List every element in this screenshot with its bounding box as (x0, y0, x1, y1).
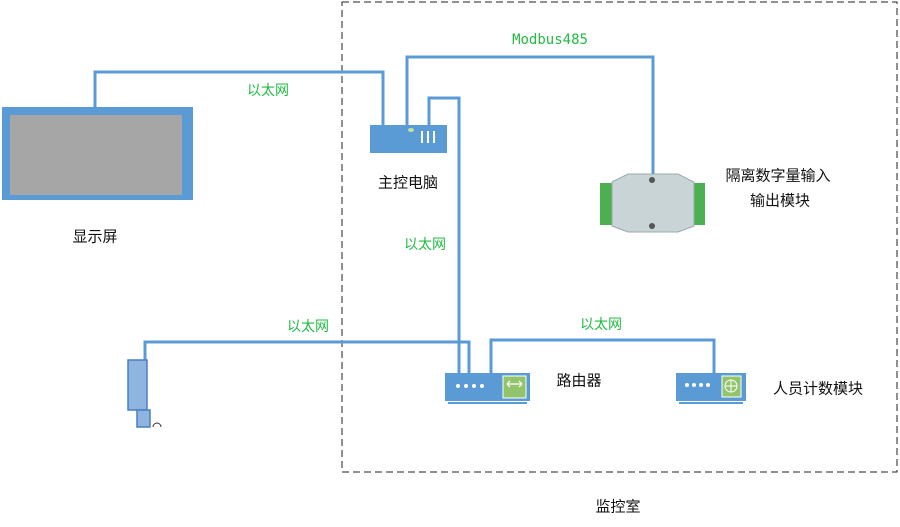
monitoring-room-boundary (341, 1, 898, 473)
link-display-pc (93, 70, 385, 125)
link-pc-module (405, 55, 655, 178)
router-label: 路由器 (556, 371, 602, 390)
camera-icon (127, 359, 162, 428)
main-pc-icon (370, 125, 447, 153)
link-pc-router (427, 96, 461, 373)
io-module-label-line2: 输出模块 (750, 191, 811, 210)
link-label-pc-router: 以太网 (404, 237, 446, 253)
link-router-counter (489, 338, 716, 373)
link-label-display-pc: 以太网 (247, 83, 289, 99)
display-screen-icon (2, 107, 193, 200)
io-module-label-line1: 隔离数字量输入 (725, 166, 831, 185)
monitoring-room-label: 监控室 (595, 497, 641, 516)
display-label: 显示屏 (72, 227, 118, 246)
main-pc-label: 主控电脑 (377, 173, 439, 192)
people-counter-icon (676, 373, 746, 404)
link-label-router-counter: 以太网 (580, 317, 622, 333)
link-label-camera-router: 以太网 (287, 319, 329, 335)
link-camera-router (143, 340, 471, 373)
people-counter-label: 人员计数模块 (772, 379, 864, 398)
io-module-icon (600, 173, 705, 233)
router-icon (445, 373, 530, 404)
link-label-pc-module: Modbus485 (512, 32, 588, 48)
